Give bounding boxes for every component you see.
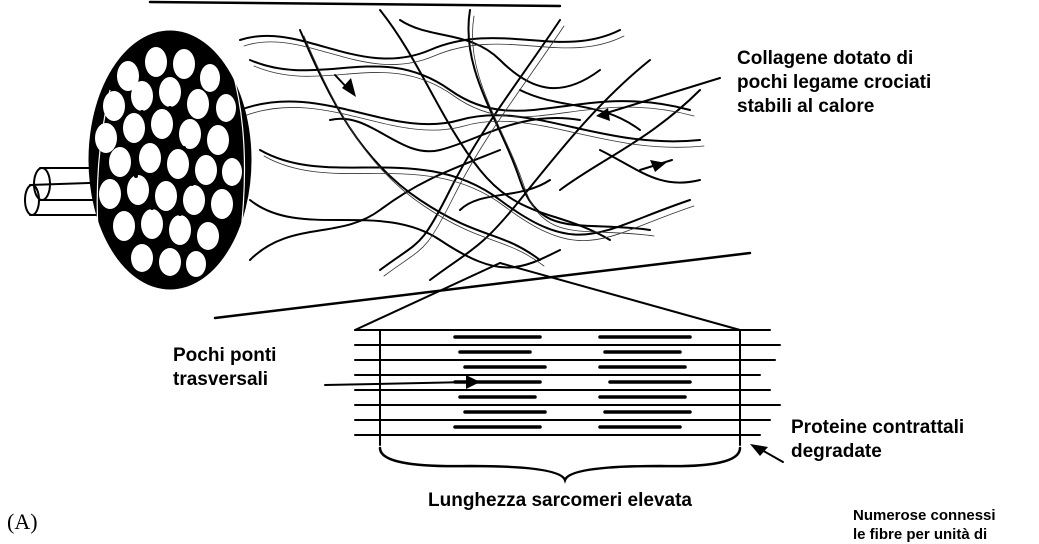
panel-letter: (A) — [4, 510, 41, 534]
collagen-label: Collagene dotato di pochi legame crociat… — [734, 47, 934, 119]
cross-bridges-line-2: trasversali — [173, 368, 276, 392]
cut-off-caption-line-1: Numerose connessi — [853, 506, 1039, 525]
cross-bridges-label: Pochi ponti trasversali — [170, 344, 279, 392]
proteins-label: Proteine contrattali degradate — [788, 416, 967, 464]
proteins-label-line-2: degradate — [791, 440, 964, 464]
cross-bridges-line-1: Pochi ponti — [173, 344, 276, 368]
collagen-label-line-1: Collagene dotato di — [737, 47, 931, 71]
proteins-label-line-1: Proteine contrattali — [791, 416, 964, 440]
collagen-label-line-2: pochi legame crociati — [737, 71, 931, 95]
collagen-label-line-3: stabili al calore — [737, 95, 931, 119]
cut-off-caption-line-2: le fibre per unità di — [853, 525, 1039, 544]
cut-off-caption: Numerose connessi le fibre per unità di — [850, 506, 1039, 544]
sarcomere-length-label: Lunghezza sarcomeri elevata — [425, 489, 695, 513]
